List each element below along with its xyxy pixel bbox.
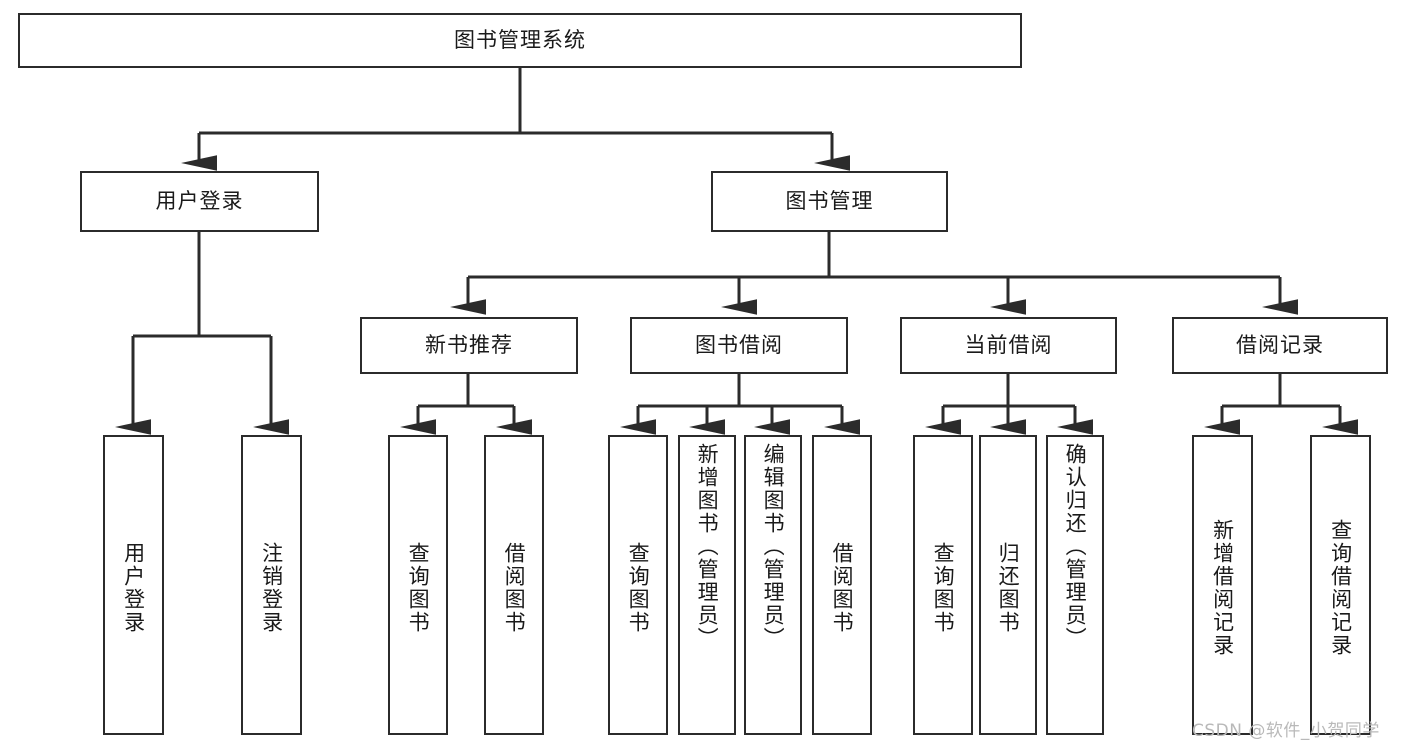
- node-book-borrow[interactable]: 图书借阅: [630, 317, 848, 374]
- leaf-borrow-book-1[interactable]: 借阅图书: [484, 435, 544, 735]
- leaf-query-book-2[interactable]: 查询图书: [608, 435, 668, 735]
- leaf-return-book[interactable]: 归还图书: [979, 435, 1037, 735]
- node-new-book-recommend[interactable]: 新书推荐: [360, 317, 578, 374]
- leaf-add-borrow-record[interactable]: 新增借阅记录: [1192, 435, 1253, 735]
- watermark-text: CSDN @软件_小贺同学: [1192, 721, 1380, 741]
- leaf-query-borrow-record[interactable]: 查询借阅记录: [1310, 435, 1371, 735]
- node-label: 用户登录: [121, 542, 146, 634]
- node-label: 借阅记录: [1236, 332, 1324, 357]
- leaf-edit-book-admin[interactable]: 编辑图书（管理员）: [744, 435, 802, 735]
- node-label: 借阅图书: [502, 542, 527, 634]
- node-label: 当前借阅: [964, 332, 1053, 357]
- node-borrow-record[interactable]: 借阅记录: [1172, 317, 1388, 374]
- leaf-query-book-3[interactable]: 查询图书: [913, 435, 973, 735]
- leaf-add-book-admin[interactable]: 新增图书（管理员）: [678, 435, 736, 735]
- node-label: 图书借阅: [695, 332, 783, 357]
- node-user-login[interactable]: 用户登录: [80, 171, 319, 232]
- node-label: 查询图书: [931, 542, 956, 634]
- node-label: 新书推荐: [425, 332, 513, 357]
- node-book-manage[interactable]: 图书管理: [711, 171, 948, 232]
- node-label: 查询图书: [406, 542, 431, 634]
- node-label: 编辑图书（管理员）: [761, 443, 786, 650]
- leaf-query-book-1[interactable]: 查询图书: [388, 435, 448, 735]
- leaf-confirm-return-admin[interactable]: 确认归还（管理员）: [1046, 435, 1104, 735]
- node-label: 新增借阅记录: [1210, 519, 1235, 657]
- node-label: 新增图书（管理员）: [695, 443, 720, 650]
- node-label: 查询借阅记录: [1328, 519, 1353, 657]
- node-root-system[interactable]: 图书管理系统: [18, 13, 1022, 68]
- node-label: 借阅图书: [830, 542, 855, 634]
- leaf-borrow-book-2[interactable]: 借阅图书: [812, 435, 872, 735]
- node-label: 图书管理: [785, 188, 874, 213]
- node-label: 注销登录: [259, 542, 284, 634]
- leaf-user-login[interactable]: 用户登录: [103, 435, 164, 735]
- node-label: 归还图书: [996, 542, 1021, 634]
- node-label: 用户登录: [155, 188, 244, 213]
- node-current-borrow[interactable]: 当前借阅: [900, 317, 1117, 374]
- node-label: 图书管理系统: [454, 27, 586, 52]
- node-label: 查询图书: [626, 542, 651, 634]
- node-label: 确认归还（管理员）: [1063, 443, 1088, 650]
- leaf-logout-login[interactable]: 注销登录: [241, 435, 302, 735]
